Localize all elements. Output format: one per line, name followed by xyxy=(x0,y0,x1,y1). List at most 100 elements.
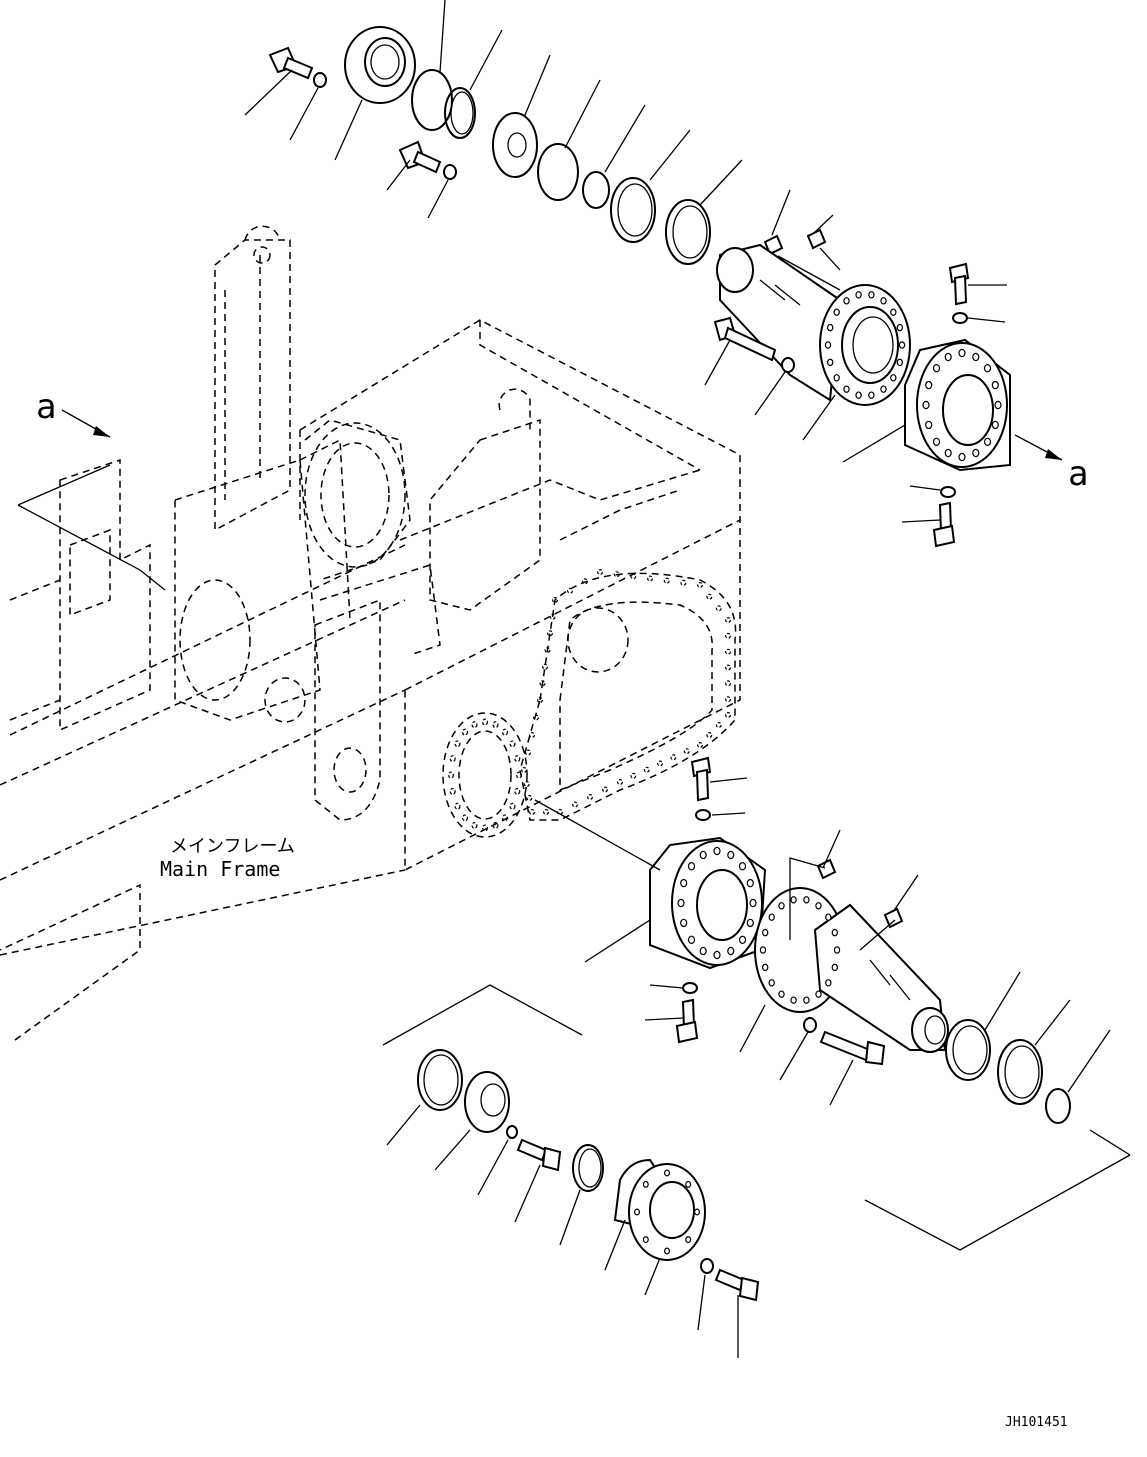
washer-2 xyxy=(443,164,457,180)
bolt-hole xyxy=(454,740,461,748)
snap-ring-lower-inner xyxy=(578,1148,602,1188)
bolt-hole xyxy=(544,646,551,653)
bolt-hole xyxy=(833,374,840,382)
bolt-hole xyxy=(523,780,530,787)
bolt-hole xyxy=(613,571,620,578)
bolt-hole xyxy=(492,821,499,829)
snap-ring-lower xyxy=(572,1144,604,1192)
bolt-hole xyxy=(462,814,469,822)
bolt-hole xyxy=(713,846,721,856)
bolt-hole xyxy=(843,385,850,393)
bolt-3 xyxy=(948,262,970,306)
bolt-hole xyxy=(815,990,822,998)
bolt-hole xyxy=(994,400,1002,410)
bolt-hole xyxy=(680,579,687,586)
bolt-hole xyxy=(502,728,509,736)
bolt-hole xyxy=(890,308,897,316)
bolt-hole xyxy=(922,400,930,410)
bolt-hole xyxy=(571,801,578,808)
ring-a xyxy=(537,143,579,201)
bolt-hole xyxy=(868,291,875,299)
drawing-number: JH101451 xyxy=(1005,1415,1068,1430)
bolt-hole xyxy=(890,374,897,382)
bolt-hole xyxy=(471,821,478,829)
bolt-hole xyxy=(514,755,521,763)
bearing-seal-c-inner xyxy=(952,1025,988,1075)
bolt-hole xyxy=(663,1247,670,1255)
bolt-hole xyxy=(727,850,735,860)
upper-trunnion xyxy=(716,243,911,406)
grease-fitting-3 xyxy=(816,858,837,880)
lock-plate xyxy=(492,112,538,178)
bolt-hole xyxy=(896,358,904,367)
bolt-hole xyxy=(803,996,810,1004)
view-arrow-right xyxy=(1014,434,1063,461)
bolt-hole xyxy=(925,420,933,430)
bolt-hole xyxy=(454,802,461,810)
bolt-hole xyxy=(515,771,522,779)
bolt-hole xyxy=(868,391,875,399)
washer-7 xyxy=(682,982,698,994)
bolt-hole xyxy=(724,680,731,687)
bolt-hole xyxy=(827,358,834,367)
bolt-hole xyxy=(482,824,489,832)
bolt-hole xyxy=(746,878,754,888)
seal-cover xyxy=(344,26,416,104)
upper-trunnion-housing xyxy=(904,338,1011,472)
bolt-hole xyxy=(724,696,731,703)
bolt-hole xyxy=(778,990,785,998)
bolt-8 xyxy=(714,1268,760,1302)
bolt-1 xyxy=(268,46,314,80)
bolt-hole xyxy=(825,979,832,987)
bolt-6 xyxy=(675,998,699,1044)
bolt-hole xyxy=(462,728,469,736)
end-cover xyxy=(628,1163,706,1261)
bearing-seal-a-inner xyxy=(617,183,653,237)
bolt-hole xyxy=(448,771,455,779)
bolt-hole xyxy=(833,946,841,954)
bolt-hole xyxy=(932,364,941,373)
bolt-hole xyxy=(932,437,941,446)
bolt-hole xyxy=(524,749,531,756)
bolt-hole xyxy=(972,448,980,458)
bolt-hole xyxy=(539,680,546,687)
bolt-hole xyxy=(738,935,747,945)
bolt-hole xyxy=(520,766,527,773)
bolt-hole xyxy=(536,696,543,703)
bolt-hole xyxy=(790,896,797,904)
bolt-hole xyxy=(670,754,677,761)
bolt-hole xyxy=(471,721,478,729)
bearing-seal-a xyxy=(610,177,656,243)
bolt-hole xyxy=(715,721,722,728)
washer-5 xyxy=(940,486,956,498)
bolt-hole xyxy=(642,1180,649,1188)
bolt-hole xyxy=(831,928,839,937)
view-label-a-left: a xyxy=(36,387,56,427)
bolt-hole xyxy=(699,850,707,860)
bolt-hole xyxy=(449,787,456,795)
bolt-hole xyxy=(972,352,980,362)
bolt-hole xyxy=(825,913,832,921)
bolt-hole xyxy=(803,896,810,904)
o-ring-upper xyxy=(411,69,453,131)
view-label-a-right: a xyxy=(1068,454,1088,494)
bolt-hole xyxy=(566,587,573,594)
bolt-hole xyxy=(746,918,754,928)
bolt-hole xyxy=(738,862,747,871)
bolt-hole xyxy=(633,1208,640,1216)
frame-side-gasket-plate xyxy=(519,568,737,821)
bolt-hole xyxy=(683,748,690,755)
bolt-hole xyxy=(944,448,952,458)
bolt-hole xyxy=(706,731,713,738)
bolt-hole xyxy=(532,714,539,721)
bolt-hole xyxy=(896,323,904,332)
bolt-hole xyxy=(855,391,862,399)
leader-lines xyxy=(17,0,1131,1358)
bolt-hole xyxy=(778,902,785,910)
bolt-hole xyxy=(958,452,966,462)
bolt-hole xyxy=(687,935,696,945)
bolt-hole xyxy=(958,348,966,358)
long-bolt-upper xyxy=(713,316,777,362)
bearing-seal-d xyxy=(997,1039,1043,1105)
